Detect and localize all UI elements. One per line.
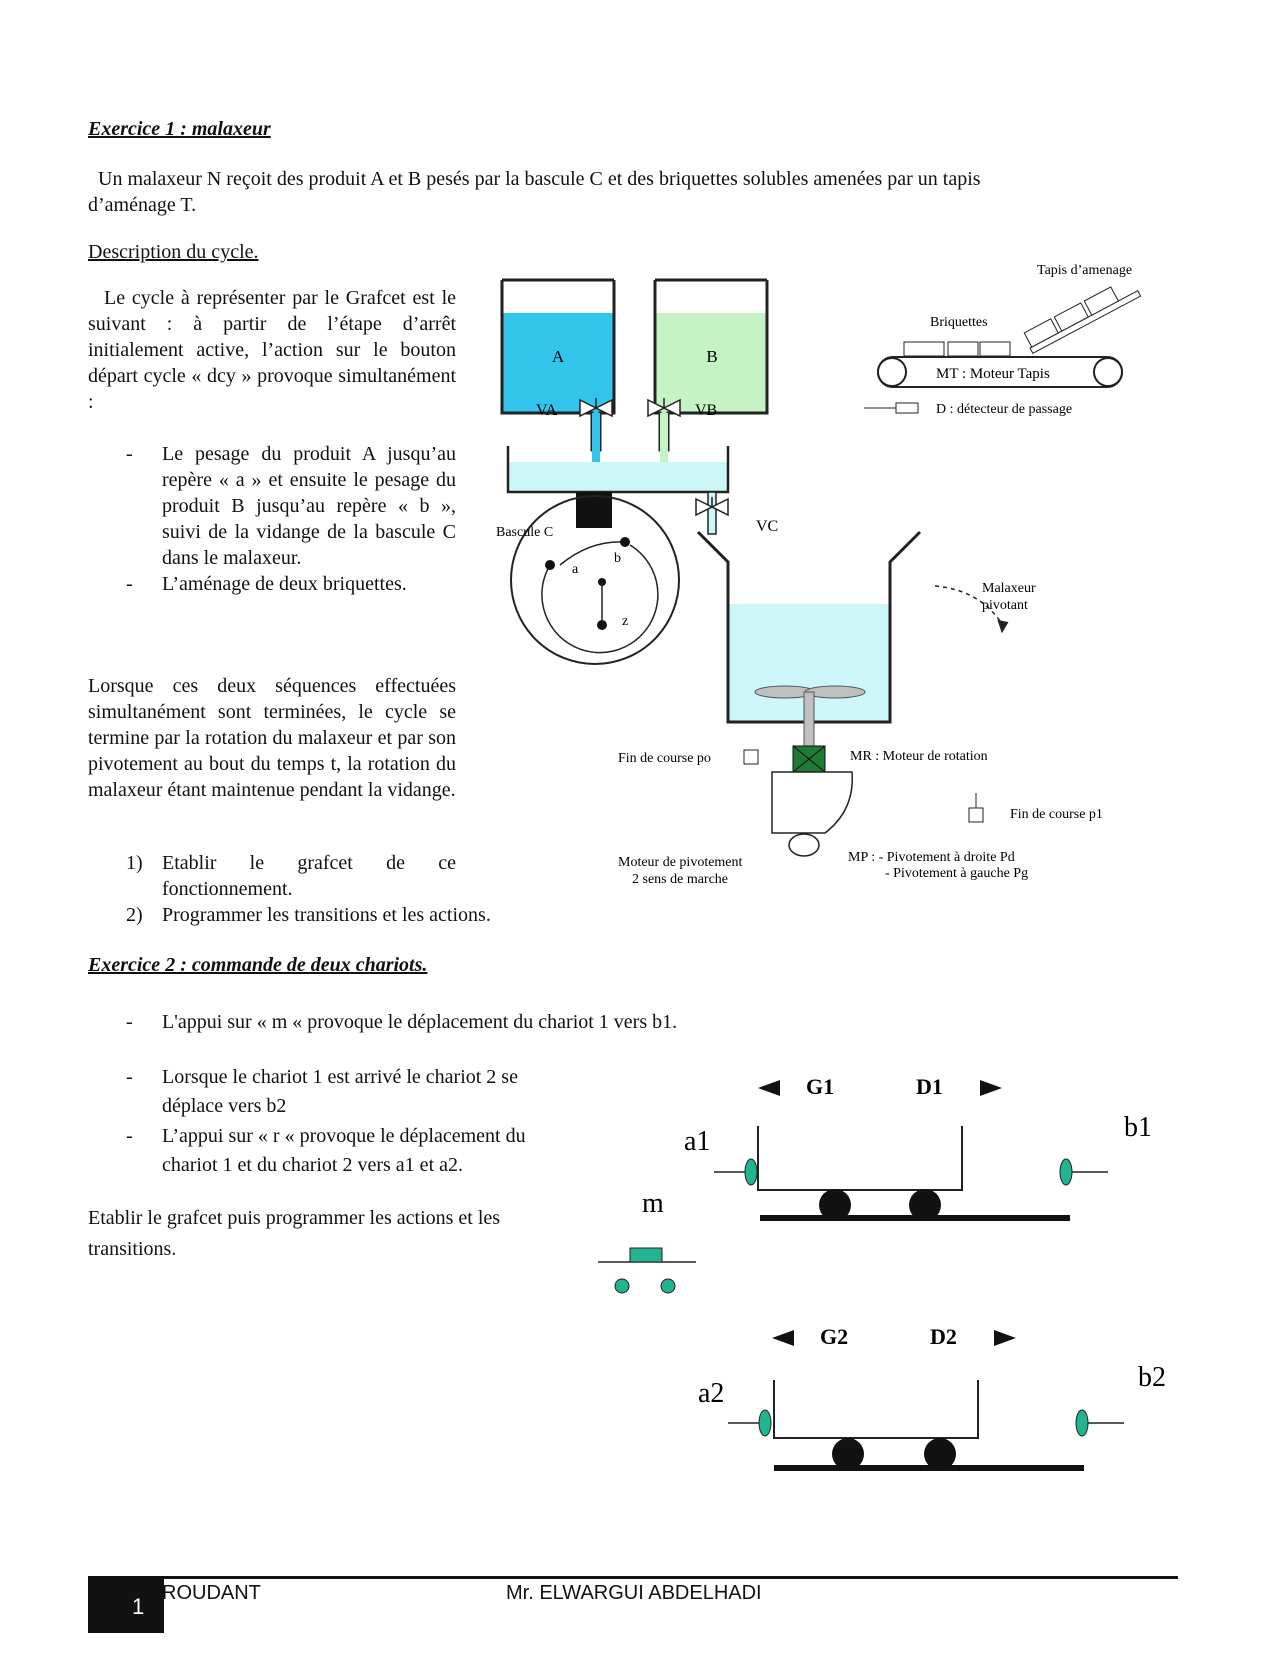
- footer-left: ROUDANT: [162, 1582, 261, 1604]
- fin-p1-label: Fin de course p1: [1010, 807, 1103, 822]
- footer-rule: [88, 1576, 1178, 1579]
- sensor-a1: [744, 1158, 758, 1186]
- valve-vc: [695, 497, 729, 517]
- bullet-dash: -: [126, 1066, 133, 1088]
- arrow-g1: [758, 1080, 780, 1096]
- question-number: 1): [126, 852, 143, 874]
- arrow-d1: [980, 1080, 1002, 1096]
- conveyor: [877, 286, 1142, 388]
- mp-label-2: - Pivotement à gauche Pg: [885, 866, 1028, 881]
- ex2-bullet-1: - L'appui sur « m « provoque le déplacem…: [126, 1009, 826, 1035]
- tank-b: B: [653, 278, 769, 482]
- bullet-list: - Le pesage du produit A jusqu’au repère…: [126, 441, 456, 597]
- moteur-piv-label-1: Moteur de pivotement: [618, 855, 743, 870]
- arrow-d2: [994, 1330, 1016, 1346]
- question-2-text: Programmer les transitions et les action…: [162, 904, 491, 926]
- g2-label: G2: [820, 1324, 848, 1349]
- footer-author: Mr. ELWARGUI ABDELHADI: [506, 1582, 762, 1604]
- limit-switch-p1: [968, 807, 984, 823]
- arrow-g2: [772, 1330, 794, 1346]
- tank-a: A: [500, 278, 616, 482]
- fin-po-label: Fin de course po: [618, 751, 711, 766]
- mark-z: z: [622, 614, 628, 629]
- d2-label: D2: [930, 1324, 957, 1349]
- limit-switch-po: [743, 749, 759, 765]
- detector-d: [895, 402, 919, 414]
- mr-label: MR : Moteur de rotation: [850, 749, 988, 764]
- detecteur-label: D : détecteur de passage: [936, 402, 1072, 417]
- ex2-bullet-2-text: Lorsque le chariot 1 est arrivé le chari…: [162, 1066, 518, 1117]
- tapis-label: Tapis d’amenage: [1037, 263, 1132, 278]
- ex2-bullet-3: - L’appui sur « r « provoque le déplacem…: [126, 1122, 576, 1180]
- question-2: 2) Programmer les transitions et les act…: [126, 902, 726, 928]
- m-label: m: [642, 1188, 664, 1219]
- valve-va: [579, 398, 613, 418]
- sensor-b2: [1075, 1409, 1089, 1437]
- ex2-bullet-2: - Lorsque le chariot 1 est arrivé le cha…: [126, 1063, 576, 1121]
- a1-label: a1: [684, 1126, 710, 1157]
- vb-label: VB: [695, 402, 717, 419]
- list-item: - Le pesage du produit A jusqu’au repère…: [126, 441, 456, 571]
- tank-a-label: A: [552, 347, 565, 366]
- end-paragraph: Lorsque ces deux séquences effectuées si…: [88, 675, 456, 801]
- bascule-c: a b z: [506, 446, 730, 665]
- chariot-1: [757, 1126, 1070, 1221]
- d1-label: D1: [916, 1074, 943, 1099]
- bullet-text-1: Le pesage du produit A jusqu’au repère «…: [162, 443, 456, 569]
- valve-vb: [647, 398, 681, 418]
- bullet-text-2: L’aménage de deux briquettes.: [162, 573, 407, 595]
- chariots-diagram: G1 D1 a1 b1 m G2 D2 a2 b2: [598, 1074, 1166, 1471]
- bullet-dash: -: [126, 1125, 133, 1147]
- moteur-piv-label-2: 2 sens de marche: [632, 872, 728, 887]
- mark-a: a: [572, 562, 579, 577]
- bullet-dash: -: [126, 1011, 133, 1033]
- g1-label: G1: [806, 1074, 834, 1099]
- sensor-b1: [1059, 1158, 1073, 1186]
- intro-line-1: Un malaxeur N reçoit des produit A et B …: [98, 168, 981, 190]
- button-m: [598, 1247, 696, 1294]
- bullet-dash: -: [126, 443, 133, 465]
- pivot-arrow: [934, 585, 1003, 625]
- question-number: 2): [126, 904, 143, 926]
- malaxeur-label: Malaxeur: [982, 581, 1036, 596]
- chariot-2: [773, 1380, 1084, 1471]
- ex2-bullet-1-text: L'appui sur « m « provoque le déplacemen…: [162, 1011, 678, 1033]
- tank-a-liquid: [502, 313, 614, 413]
- mt-label: MT : Moteur Tapis: [936, 366, 1050, 382]
- sensor-a2: [758, 1409, 772, 1437]
- b1-label: b1: [1124, 1112, 1152, 1143]
- malaxeur-diagram: A B VA VB a b z Bascule C: [496, 263, 1142, 887]
- mp-label-1: MP : - Pivotement à droite Pd: [848, 850, 1015, 865]
- mark-b: b: [614, 551, 621, 566]
- description-title: Description du cycle.: [88, 241, 259, 263]
- question-1: 1) Etablir le grafcet de ce fonctionneme…: [126, 850, 456, 902]
- a2-label: a2: [698, 1378, 724, 1409]
- ex2-bullet-3-text: L’appui sur « r « provoque le déplacemen…: [162, 1125, 526, 1176]
- intro-line-2: d’aménage T.: [88, 194, 197, 216]
- exercise-2-title: Exercice 2 : commande de deux chariots.: [88, 954, 428, 976]
- tank-b-label: B: [706, 347, 717, 366]
- exercise-1-title: Exercice 1 : malaxeur: [88, 118, 271, 140]
- page-number-box: [88, 1579, 164, 1633]
- bascule-label: Bascule C: [496, 525, 553, 540]
- ex2-final: Etablir le grafcet puis programmer les a…: [88, 1207, 501, 1260]
- list-item: - L’aménage de deux briquettes.: [126, 571, 456, 597]
- briquettes-label: Briquettes: [930, 315, 988, 330]
- malaxeur-tank: [696, 530, 922, 857]
- question-1-text: Etablir le grafcet de ce fonctionnement.: [162, 852, 456, 900]
- vc-label: VC: [756, 518, 778, 535]
- b2-label: b2: [1138, 1362, 1166, 1393]
- bullet-dash: -: [126, 573, 133, 595]
- cycle-paragraph: Le cycle à représenter par le Grafcet es…: [88, 287, 456, 413]
- page-number: 1: [132, 1594, 145, 1619]
- pivotant-label: pivotant: [982, 598, 1028, 613]
- va-label: VA: [536, 402, 557, 419]
